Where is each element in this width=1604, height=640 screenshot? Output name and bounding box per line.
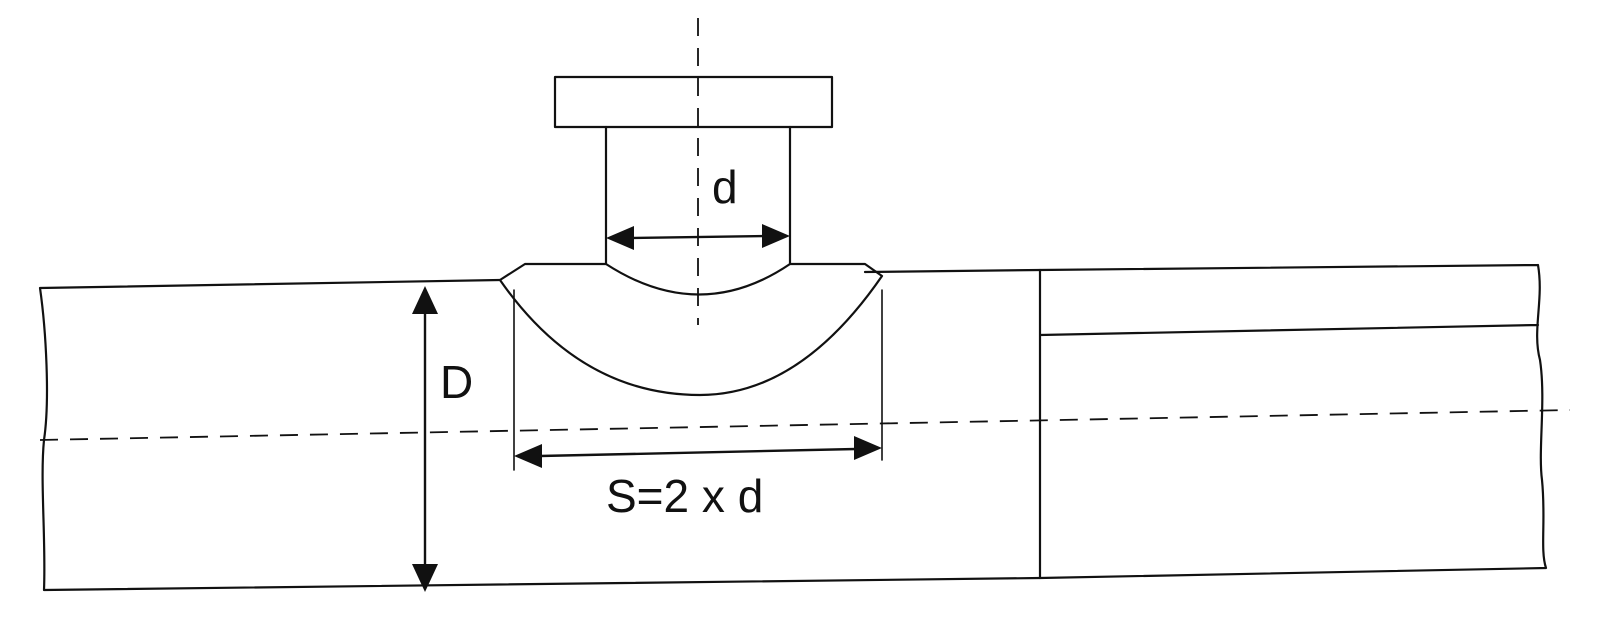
label-branch-diameter: d xyxy=(712,161,738,213)
dimension-S: S=2 x d xyxy=(514,436,882,522)
saddle-reinforcement xyxy=(498,262,884,397)
branch-pipe-walls xyxy=(604,125,792,266)
branch-flange xyxy=(553,75,834,129)
header-pipe-left-section xyxy=(38,268,1042,592)
header-pipe-right-section xyxy=(1038,263,1548,580)
label-saddle-span: S=2 x d xyxy=(606,470,763,522)
header-centerline xyxy=(39,409,1571,441)
label-header-diameter: D xyxy=(440,356,473,408)
dimension-D: D xyxy=(412,286,473,592)
span-extension-lines xyxy=(513,289,883,471)
dimension-d: d xyxy=(606,161,790,250)
